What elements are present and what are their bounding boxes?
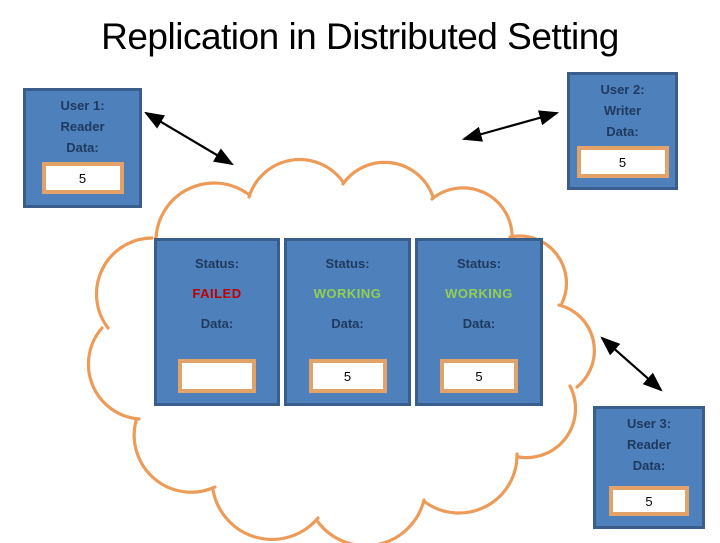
- user2-data-value: 5: [576, 146, 669, 178]
- arrow-user1-cloud: [144, 111, 234, 166]
- user3-box: User 3: Reader Data: 5: [593, 406, 705, 529]
- server1-data-value: [178, 359, 256, 393]
- server3-data-value: 5: [440, 359, 518, 393]
- server2-data-value: 5: [308, 359, 387, 393]
- user2-name: User 2:: [600, 82, 645, 97]
- server1-data-label: Data:: [200, 316, 234, 331]
- user3-role: Reader: [626, 437, 672, 452]
- server3-status: WORKING: [445, 286, 513, 301]
- user1-box: User 1: Reader Data: 5: [23, 88, 142, 208]
- server2-status-label: Status:: [325, 256, 370, 271]
- server1-box: Status: FAILED Data:: [154, 238, 280, 406]
- user2-role: Writer: [603, 103, 642, 118]
- arrow-cloud-user3: [600, 336, 663, 392]
- user1-name: User 1:: [60, 98, 105, 113]
- server2-data-label: Data:: [331, 316, 364, 331]
- user2-data-label: Data:: [606, 124, 639, 139]
- user1-data-label: Data:: [66, 140, 99, 155]
- server2-status: WORKING: [313, 286, 382, 301]
- user2-box: User 2: Writer Data: 5: [567, 72, 678, 190]
- user3-data-value: 5: [609, 486, 689, 516]
- server2-box: Status: WORKING Data: 5: [284, 238, 411, 406]
- user1-role: Reader: [60, 119, 105, 134]
- user3-name: User 3:: [626, 416, 672, 431]
- user1-data-value: 5: [41, 162, 124, 194]
- cloud-shape: [86, 157, 596, 543]
- arrow-cloud-user2: [461, 110, 560, 142]
- server1-status: FAILED: [192, 286, 242, 301]
- slide-title: Replication in Distributed Setting: [101, 16, 619, 57]
- server3-status-label: Status:: [456, 256, 502, 271]
- server3-data-label: Data:: [462, 316, 496, 331]
- server1-status-label: Status:: [194, 256, 240, 271]
- server3-box: Status: WORKING Data: 5: [415, 238, 543, 406]
- user3-data-label: Data:: [632, 458, 666, 473]
